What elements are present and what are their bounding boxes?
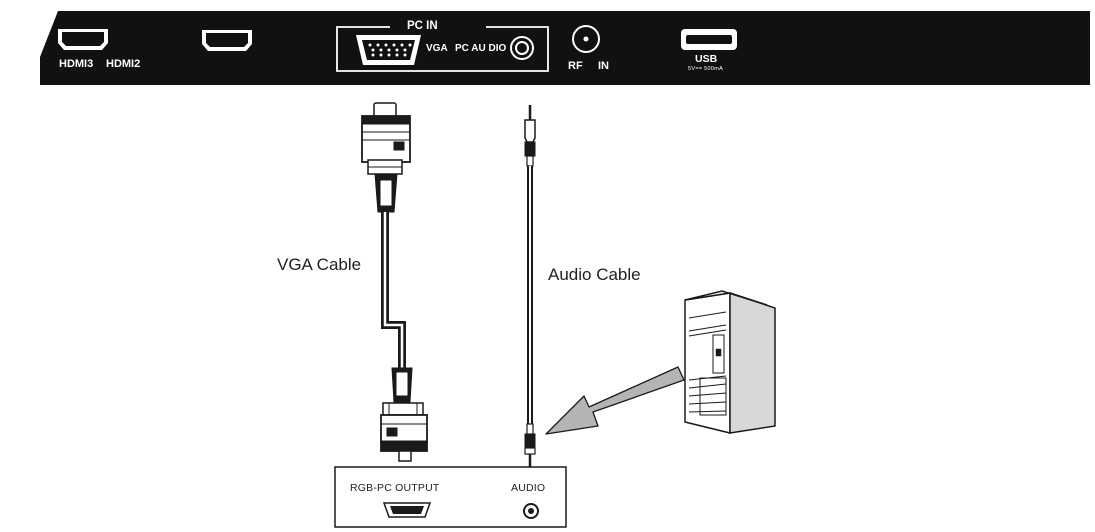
hdmi3-port-icon bbox=[58, 29, 108, 50]
pc-output-box bbox=[334, 466, 567, 528]
audio-cable bbox=[524, 105, 536, 467]
rgb-pc-output-port-icon bbox=[382, 502, 432, 518]
tv-panel-body bbox=[40, 11, 1090, 85]
audio-port-icon bbox=[523, 503, 539, 519]
rf-label: RF bbox=[568, 60, 583, 72]
pc-audio-jack-icon bbox=[510, 36, 534, 60]
audio-cable-label: Audio Cable bbox=[548, 265, 641, 284]
tv-rear-panel bbox=[40, 11, 1090, 85]
hdmi2-label: HDMI2 bbox=[106, 58, 141, 70]
vga-cable-label: VGA Cable bbox=[277, 255, 362, 274]
rf-in-connector-icon bbox=[572, 25, 600, 53]
audio-output-label: AUDIO bbox=[511, 482, 546, 494]
pc-in-label: PC IN bbox=[407, 20, 438, 32]
usb-spec-label: 5V== 500mA bbox=[688, 66, 724, 72]
vga-cable bbox=[361, 102, 428, 462]
usb-label: USB bbox=[695, 53, 718, 65]
rgb-pc-output-label: RGB-PC OUTPUT bbox=[350, 482, 440, 494]
direction-arrow bbox=[545, 366, 685, 435]
vga-port-icon bbox=[356, 35, 421, 65]
pc-audio-label: PC AU DIO bbox=[455, 43, 507, 54]
hdmi3-label: HDMI3 bbox=[59, 58, 94, 70]
hdmi2-port-icon bbox=[202, 30, 252, 51]
pc-in-group-frame bbox=[336, 26, 549, 72]
usb-port-icon bbox=[681, 29, 737, 50]
vga-label: VGA bbox=[426, 43, 448, 54]
in-label: IN bbox=[598, 60, 609, 72]
computer-tower-icon bbox=[684, 290, 776, 434]
